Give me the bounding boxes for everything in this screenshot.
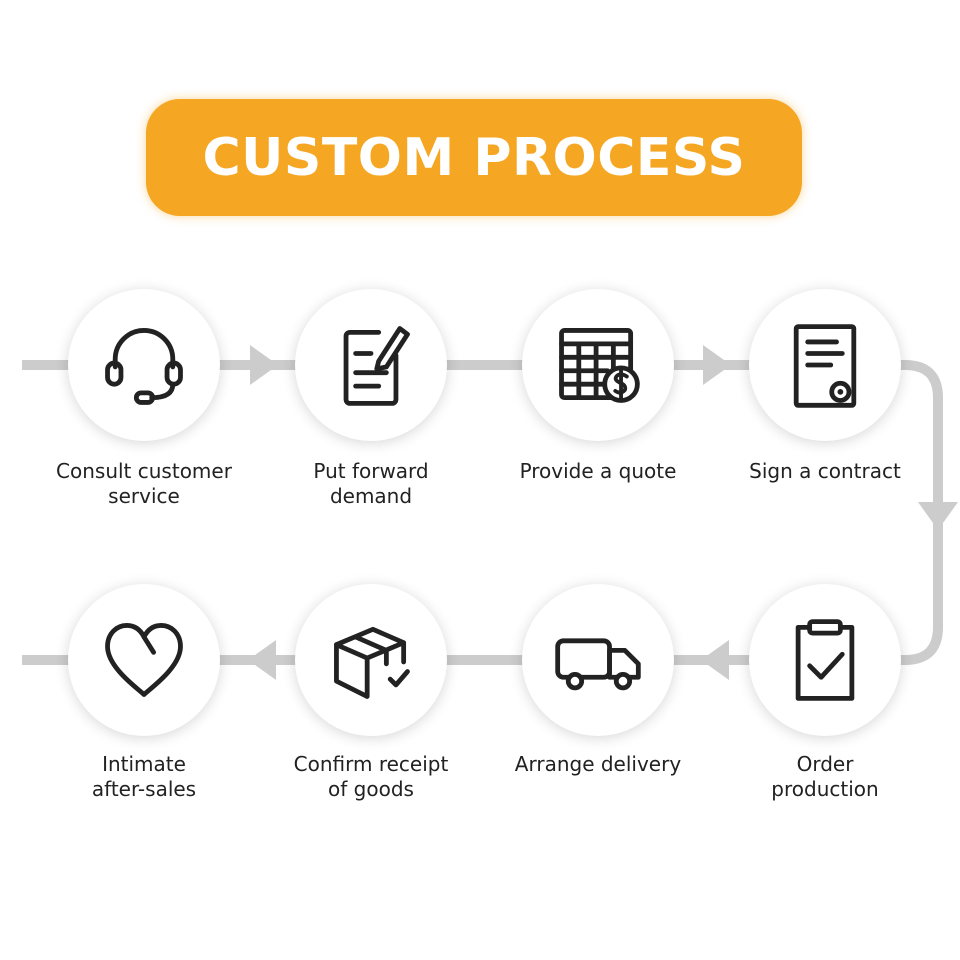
- step-label-line: Consult customer: [56, 459, 232, 483]
- clipboard-check-icon: [795, 619, 855, 701]
- contract-seal-icon: [793, 324, 857, 408]
- step-label-aftersales: Intimate after-sales: [29, 752, 259, 802]
- step-node-consult: [68, 289, 220, 441]
- step-node-receipt: [295, 584, 447, 736]
- arrow-down: [918, 502, 958, 530]
- step-label-line: Order: [796, 752, 854, 776]
- heart-icon: [105, 623, 183, 697]
- step-label-demand: Put forward demand: [256, 459, 486, 509]
- step-label-line: demand: [329, 484, 413, 508]
- arrow-left-1: [701, 640, 729, 680]
- step-node-aftersales: [68, 584, 220, 736]
- title-badge: CUSTOM PROCESS: [146, 99, 802, 216]
- step-label-line: service: [108, 484, 180, 508]
- step-label-line: of goods: [328, 777, 414, 801]
- step-label-contract: Sign a contract: [710, 459, 940, 484]
- step-label-production: Order production: [710, 752, 940, 802]
- step-label-quote: Provide a quote: [483, 459, 713, 484]
- box-check-icon: [334, 626, 410, 699]
- step-label-line: after-sales: [91, 777, 197, 801]
- step-label-line: Sign a contract: [749, 459, 901, 483]
- step-label-consult: Consult customer service: [29, 459, 259, 509]
- step-label-delivery: Arrange delivery: [483, 752, 713, 777]
- step-label-line: Intimate: [102, 752, 186, 776]
- document-edit-icon: [343, 326, 410, 406]
- step-node-contract: [749, 289, 901, 441]
- arrow-left-2: [248, 640, 276, 680]
- step-node-quote: [522, 289, 674, 441]
- step-label-line: Arrange delivery: [514, 752, 682, 776]
- step-label-line: Provide a quote: [519, 459, 677, 483]
- headset-icon: [105, 328, 183, 405]
- arrow-right-2: [703, 345, 731, 385]
- step-label-line: Put forward: [313, 459, 429, 483]
- spreadsheet-dollar-icon: [559, 328, 640, 403]
- page-title: CUSTOM PROCESS: [202, 127, 746, 188]
- arrow-right-1: [250, 345, 278, 385]
- step-node-production: [749, 584, 901, 736]
- truck-icon: [555, 638, 641, 691]
- step-node-demand: [295, 289, 447, 441]
- step-label-line: production: [771, 777, 879, 801]
- step-label-receipt: Confirm receipt of goods: [256, 752, 486, 802]
- step-node-delivery: [522, 584, 674, 736]
- step-label-line: Confirm receipt: [293, 752, 449, 776]
